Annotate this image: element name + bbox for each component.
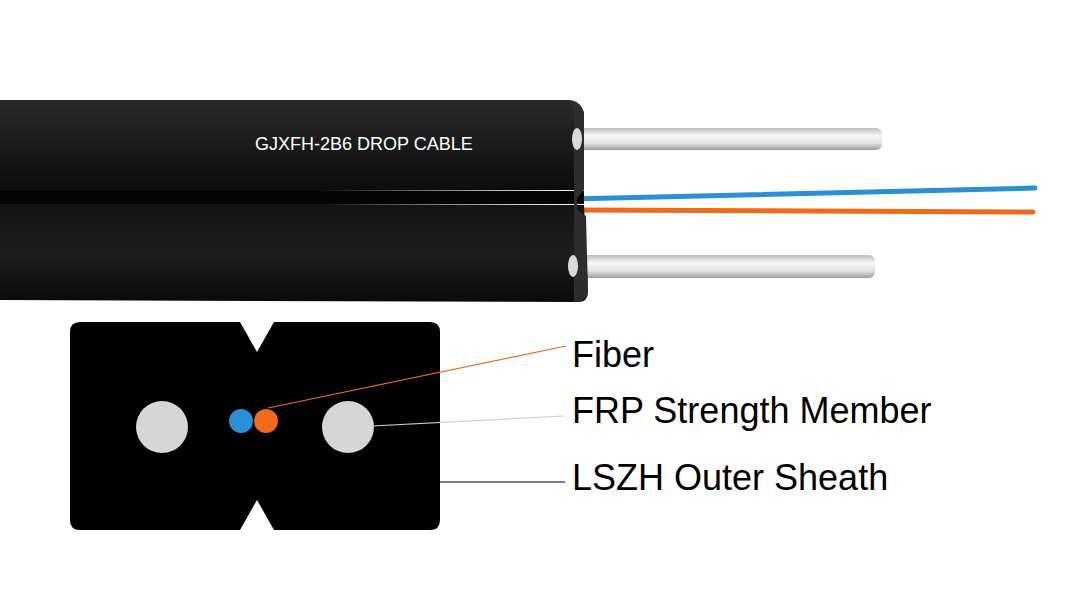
cable-end-face <box>568 100 588 302</box>
fiber-section <box>254 409 278 433</box>
cable-body <box>0 100 584 192</box>
frp-rod <box>555 255 875 278</box>
cable-groove <box>0 191 584 204</box>
cable-body <box>0 203 588 302</box>
orange-fiber <box>570 210 1033 212</box>
leader-line <box>440 481 565 482</box>
fiber-section <box>229 409 253 433</box>
cable-print: GJXFH-2B6 DROP CABLE <box>255 135 473 153</box>
frp-section <box>136 401 188 453</box>
part-label: FRP Strength Member <box>572 393 931 429</box>
rod-end <box>568 255 578 277</box>
cross-section-sheath <box>70 322 440 530</box>
frp-section <box>322 401 374 453</box>
part-label: LSZH Outer Sheath <box>572 460 888 496</box>
leader-line <box>268 346 566 408</box>
frp-rod <box>560 128 882 150</box>
blue-fiber <box>570 188 1035 199</box>
part-label: Fiber <box>572 337 654 373</box>
leader-line <box>372 416 564 426</box>
rod-end <box>572 128 582 150</box>
